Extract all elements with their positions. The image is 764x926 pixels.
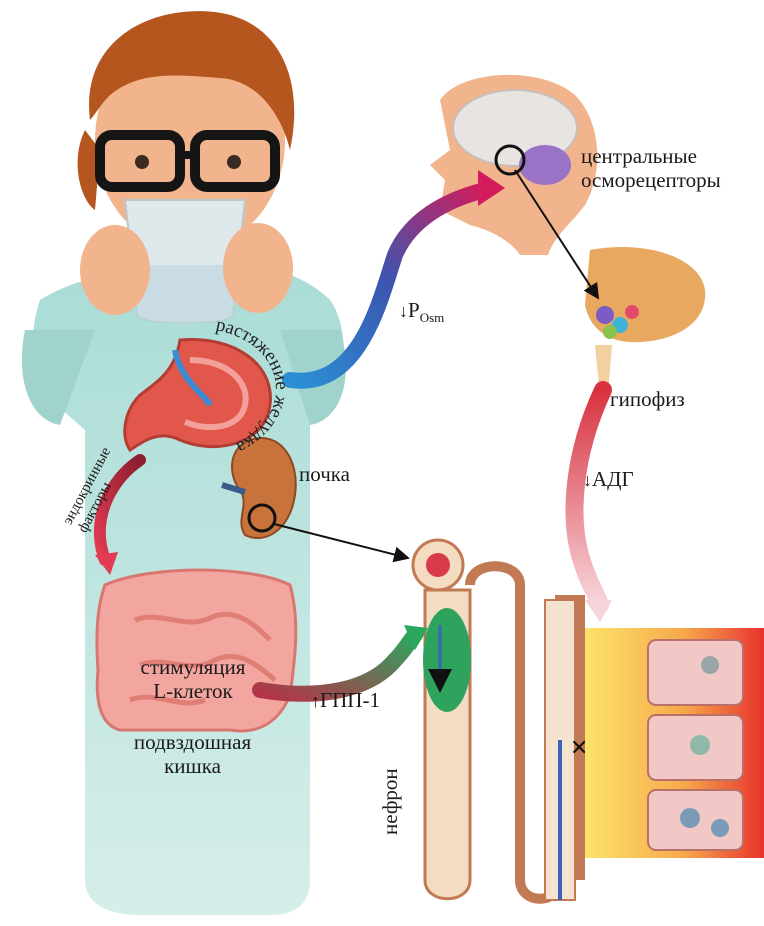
adh-label: ↓АДГ [583, 467, 634, 492]
intestine [97, 570, 296, 731]
pituitary-label: гипофиз [610, 387, 685, 411]
nephron-label: нефрон [378, 768, 402, 835]
l-cell-stimulation-label: стимуляция L-клеток [123, 655, 263, 703]
central-osmoreceptors-label: центральные осморецепторы [581, 144, 721, 192]
glp1-label: ↑ГПП-1 [311, 688, 380, 713]
nephron: ✕ [413, 540, 588, 900]
collecting-duct-cells [585, 628, 764, 858]
child-illustration [22, 11, 346, 915]
posm-label: ↓POsm [399, 298, 444, 330]
pituitary-gland [585, 247, 705, 395]
adh-arrow [575, 390, 603, 605]
ileum-label: подвздошная кишка [115, 730, 270, 778]
adh-arrowhead [585, 600, 612, 622]
brain-head [430, 75, 597, 255]
kidney-label: почка [299, 462, 350, 486]
